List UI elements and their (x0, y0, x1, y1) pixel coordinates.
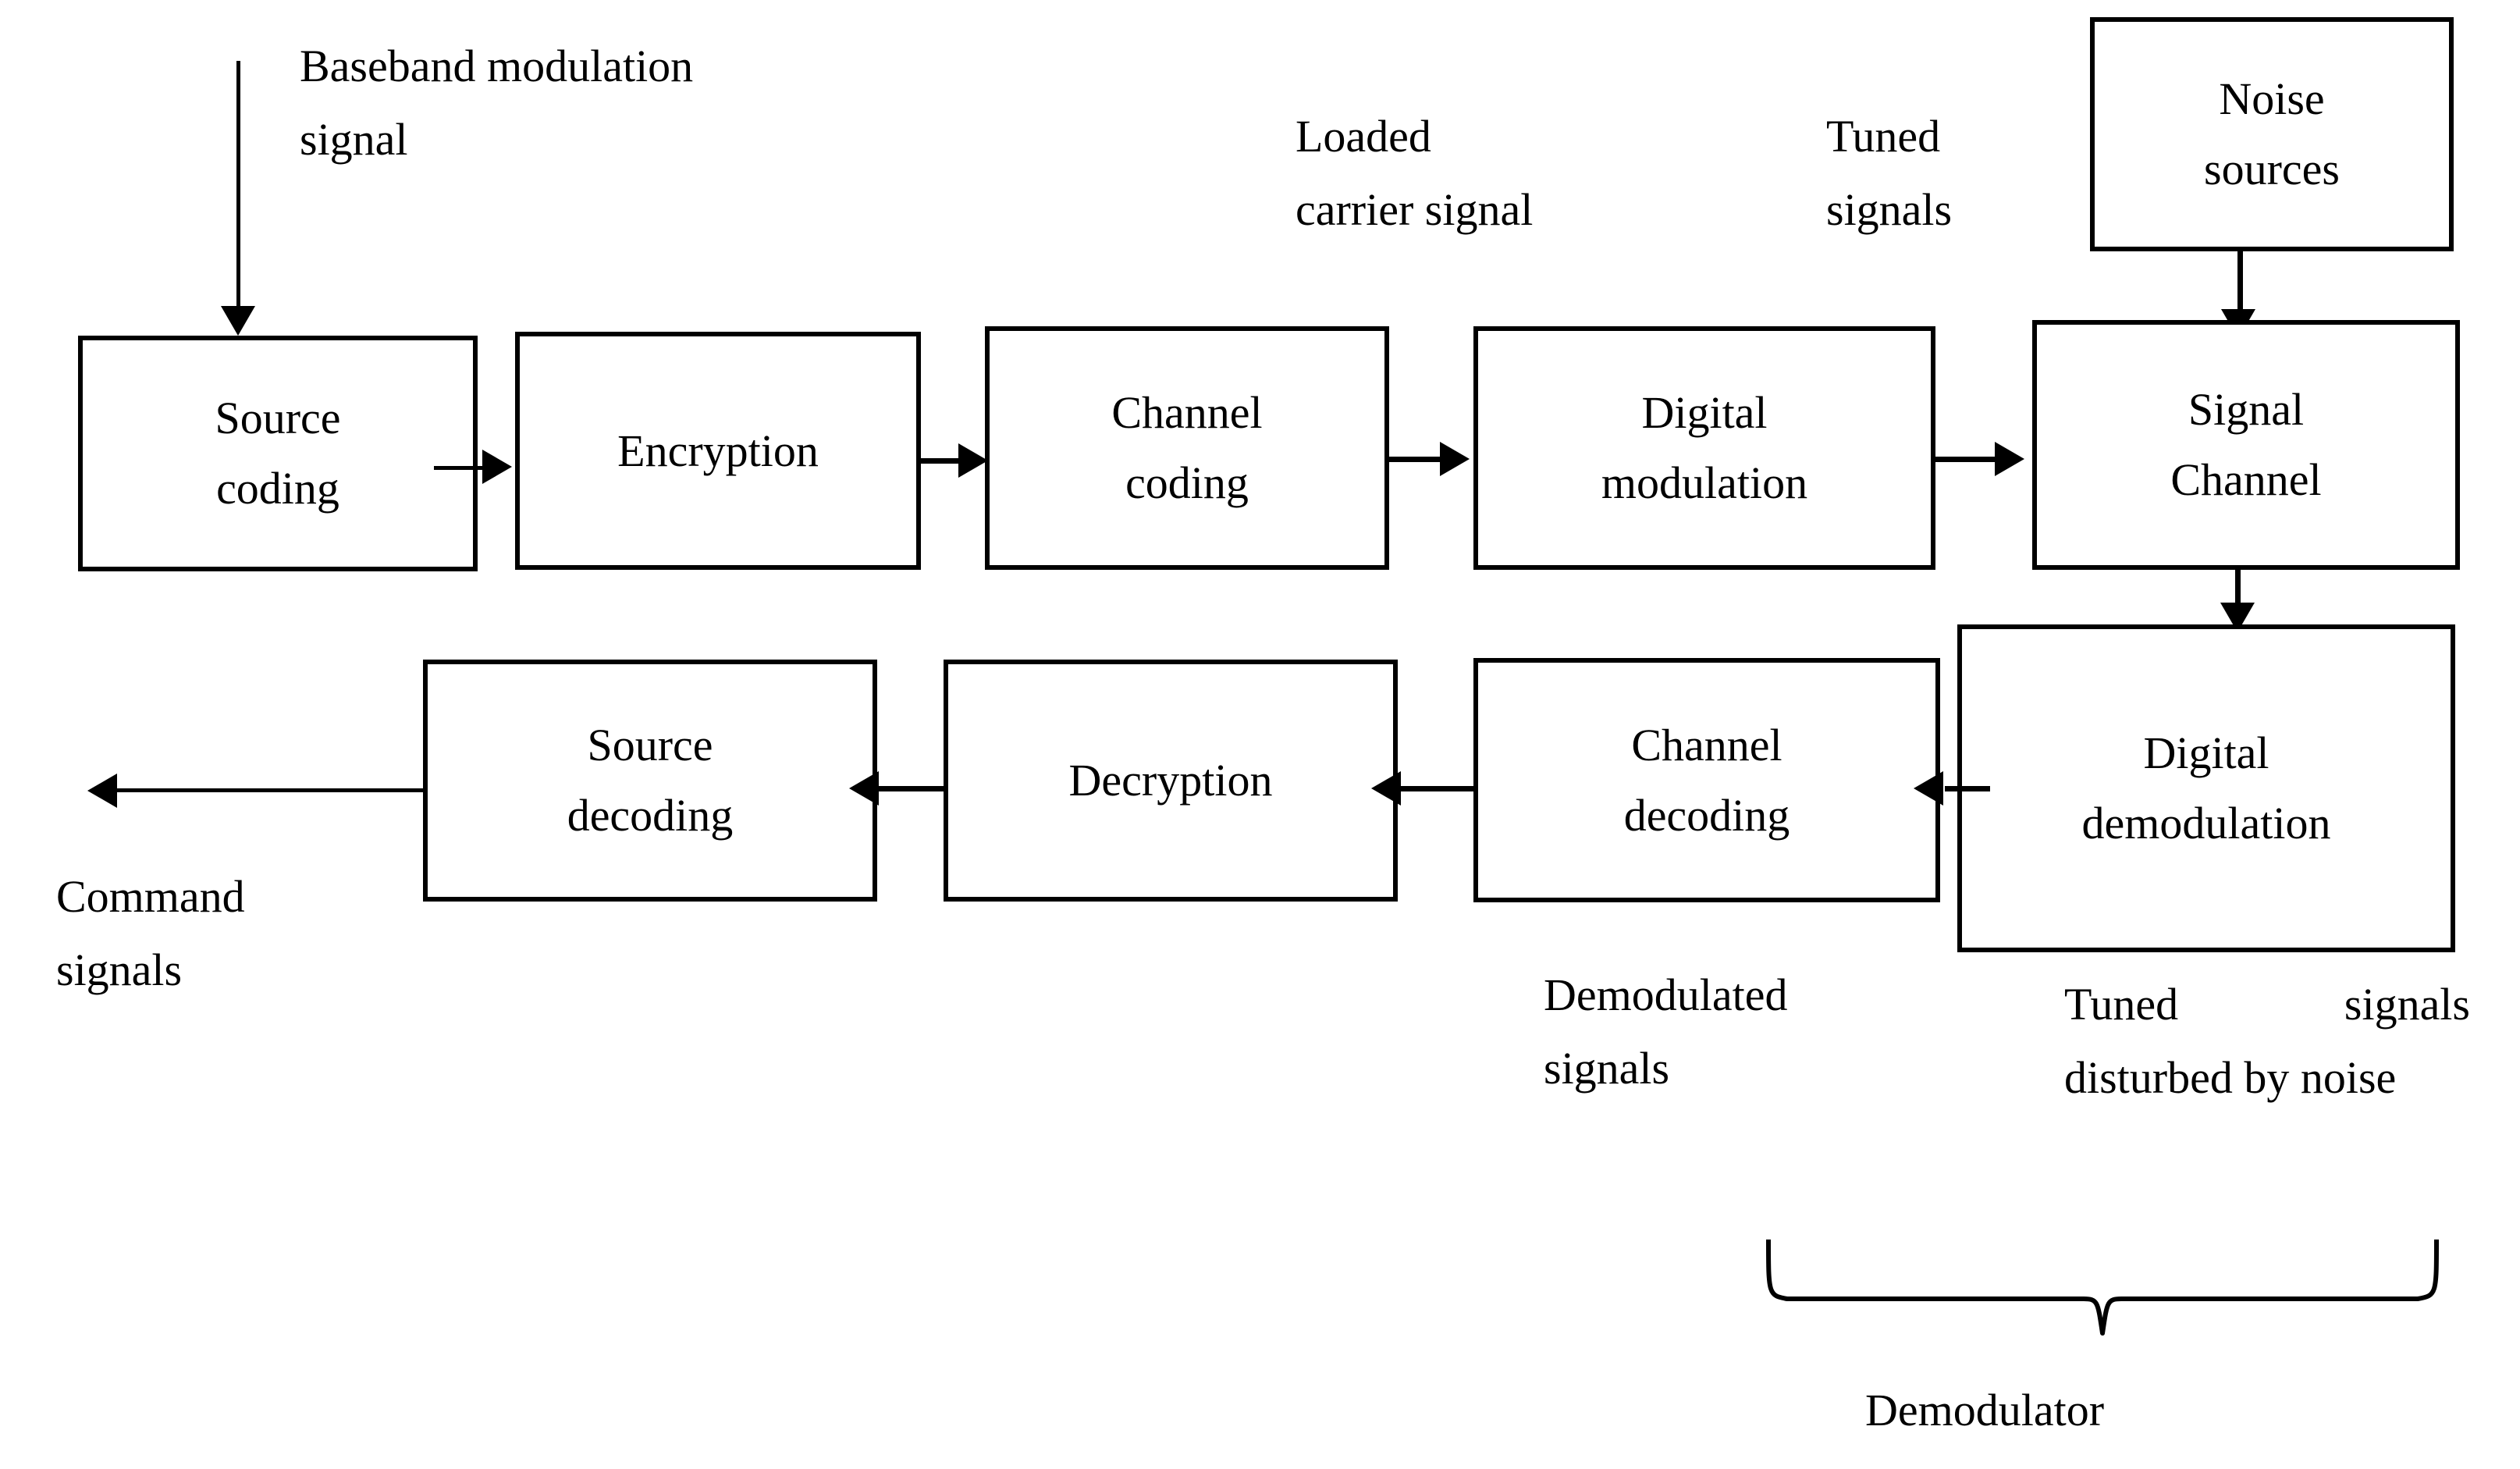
block-source-coding[interactable]: Source coding (78, 336, 478, 571)
connector-digital-demodulation-to-channel-decoding (1945, 786, 1990, 791)
block-channel-decoding-line-1: Channel (1631, 719, 1782, 770)
label-command-signals: Command signals (56, 871, 245, 995)
connector-baseband-input (236, 61, 240, 318)
block-digital-demodulation-line-2: demodulation (2081, 798, 2331, 848)
block-source-decoding-line-2: decoding (567, 790, 734, 841)
connector-signal-channel-to-digital-demodulation (2235, 570, 2241, 620)
block-decryption[interactable]: Decryption (944, 660, 1398, 902)
arrowhead-channel-coding-to-digital-modulation (1440, 442, 1470, 476)
connector-decryption-to-source-decoding (878, 786, 948, 791)
block-encryption[interactable]: Encryption (515, 332, 921, 570)
arrowhead-channel-decoding-to-decryption (1371, 771, 1401, 806)
block-noise-sources-line-1: Noise (2219, 73, 2325, 125)
block-signal-channel-line-1: Signal (2188, 384, 2305, 436)
block-noise-sources[interactable]: Noise sources (2090, 17, 2454, 251)
label-demodulator: Demodulator (1865, 1385, 2105, 1435)
block-source-decoding-line-1: Source (587, 720, 713, 771)
connector-source-coding-to-encryption (434, 466, 493, 470)
arrowhead-digital-demodulation-to-channel-decoding (1914, 771, 1943, 806)
block-noise-sources-line-2: sources (2204, 144, 2340, 194)
block-channel-coding-line-1: Channel (1111, 387, 1263, 439)
connector-digital-modulation-to-signal-channel (1935, 457, 2001, 462)
arrowhead-digital-modulation-to-signal-channel (1995, 442, 2024, 476)
block-source-coding-line-1: Source (215, 393, 341, 444)
block-digital-modulation-line-1: Digital (1641, 387, 1768, 439)
connector-noise-to-signal-channel (2237, 251, 2243, 320)
arrowhead-baseband-input (221, 306, 255, 336)
arrowhead-encryption-to-channel-coding (958, 443, 988, 478)
label-tuned-signals: Tuned signals (1826, 111, 1953, 235)
block-digital-modulation[interactable]: Digital modulation (1473, 326, 1935, 570)
connector-encryption-to-channel-coding (921, 458, 971, 464)
block-channel-decoding[interactable]: Channel decoding (1473, 658, 1940, 902)
label-loaded-carrier-signal: Loaded carrier signal (1296, 111, 1534, 235)
label-baseband-modulation-signal: Baseband modulation signal (300, 41, 694, 165)
block-signal-channel-line-2: Channel (2170, 454, 2322, 505)
demodulator-brace (1756, 1240, 2443, 1349)
connector-command-signals-output (117, 788, 428, 792)
block-source-decoding[interactable]: Source decoding (423, 660, 877, 902)
arrowhead-source-coding-to-encryption (482, 450, 512, 484)
connector-channel-coding-to-digital-modulation (1389, 457, 1448, 462)
block-source-coding-line-2: coding (216, 463, 339, 514)
block-channel-coding[interactable]: Channel coding (985, 326, 1389, 570)
block-channel-coding-line-2: coding (1125, 457, 1249, 508)
block-digital-demodulation-line-1: Digital (2143, 727, 2269, 779)
block-encryption-line-1: Encryption (617, 425, 819, 476)
block-signal-channel[interactable]: Signal Channel (2032, 320, 2460, 570)
arrowhead-decryption-to-source-decoding (849, 771, 879, 806)
label-tuned-signals-disturbed-by-noise: Tuned signals disturbed by noise (2064, 979, 2470, 1103)
label-demodulated-signals: Demodulated signals (1544, 969, 1788, 1094)
arrowhead-command-signals-output (87, 774, 117, 808)
block-decryption-line-1: Decryption (1068, 755, 1273, 806)
demodulator-brace-svg (1766, 1240, 2439, 1336)
block-digital-modulation-line-2: modulation (1601, 457, 1808, 508)
block-channel-decoding-line-2: decoding (1623, 789, 1790, 841)
connector-channel-decoding-to-decryption (1401, 786, 1476, 791)
block-digital-demodulation[interactable]: Digital demodulation (1957, 624, 2455, 952)
